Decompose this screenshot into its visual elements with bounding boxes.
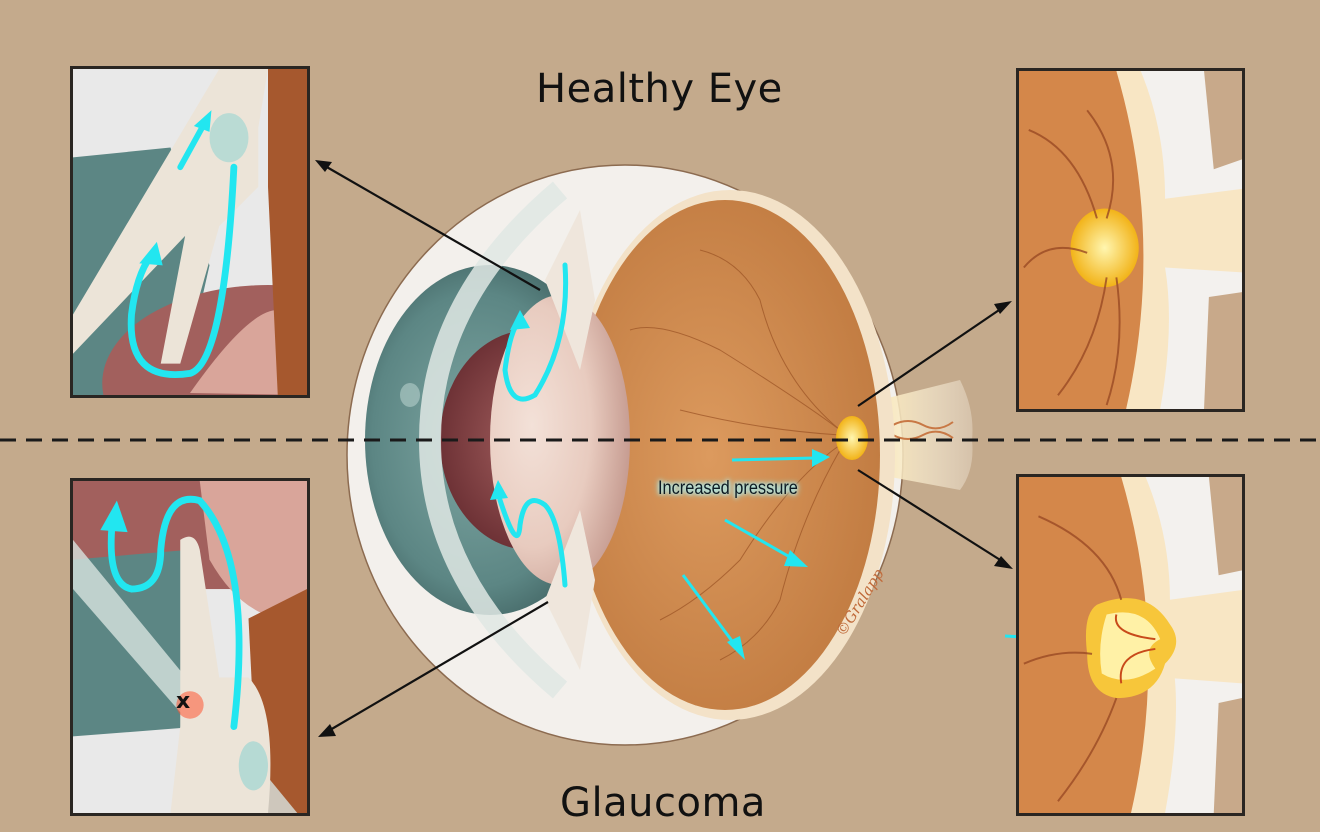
title-healthy-eye: Healthy Eye bbox=[536, 66, 783, 112]
inset-healthy-optic-disc bbox=[1016, 68, 1245, 412]
inset-glaucoma-optic-disc bbox=[1016, 474, 1245, 816]
retinal-vessels bbox=[629, 249, 841, 661]
title-glaucoma: Glaucoma bbox=[560, 780, 766, 826]
ciliary-body-bottom bbox=[545, 510, 595, 670]
inset-glaucoma-drainage: x bbox=[70, 478, 310, 816]
glaucoma-flow-arrow bbox=[497, 497, 568, 588]
increased-pressure-label: Increased pressure bbox=[658, 478, 798, 499]
blockage-marker: x bbox=[176, 689, 191, 714]
optic-nerve bbox=[880, 380, 973, 490]
inset-healthy-drainage bbox=[70, 66, 310, 398]
healthy-flow-arrow bbox=[502, 262, 569, 402]
optic-disc bbox=[836, 416, 868, 460]
ciliary-body-top bbox=[545, 210, 595, 370]
pointer-lines bbox=[315, 160, 1013, 737]
